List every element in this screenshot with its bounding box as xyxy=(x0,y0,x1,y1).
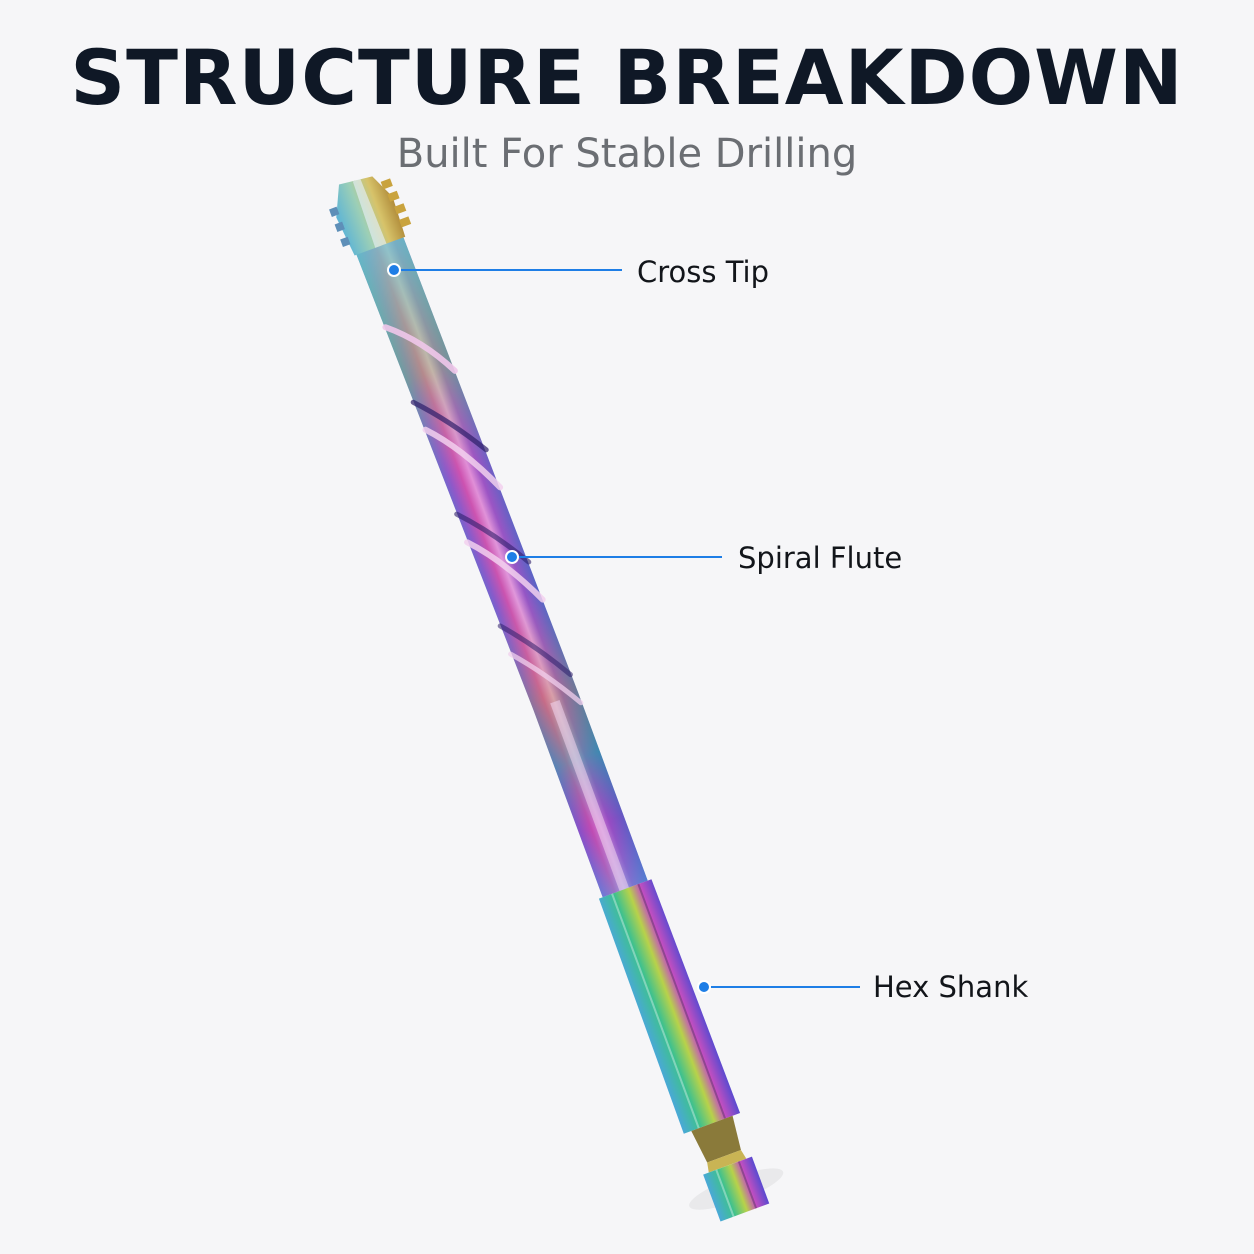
callout-label-hex-shank: Hex Shank xyxy=(873,970,1029,1004)
page-title: STRUCTURE BREAKDOWN xyxy=(70,33,1184,122)
callout-cross-tip xyxy=(387,263,622,277)
callout-dot xyxy=(697,980,711,994)
callout-spiral-flute xyxy=(505,550,722,564)
callout-label-cross-tip: Cross Tip xyxy=(637,255,770,289)
callout-label-spiral-flute: Spiral Flute xyxy=(738,541,903,575)
callout-dot xyxy=(387,263,401,277)
callout-hex-shank xyxy=(697,980,860,994)
callout-dot xyxy=(505,550,519,564)
page-subtitle: Built For Stable Drilling xyxy=(396,131,858,177)
